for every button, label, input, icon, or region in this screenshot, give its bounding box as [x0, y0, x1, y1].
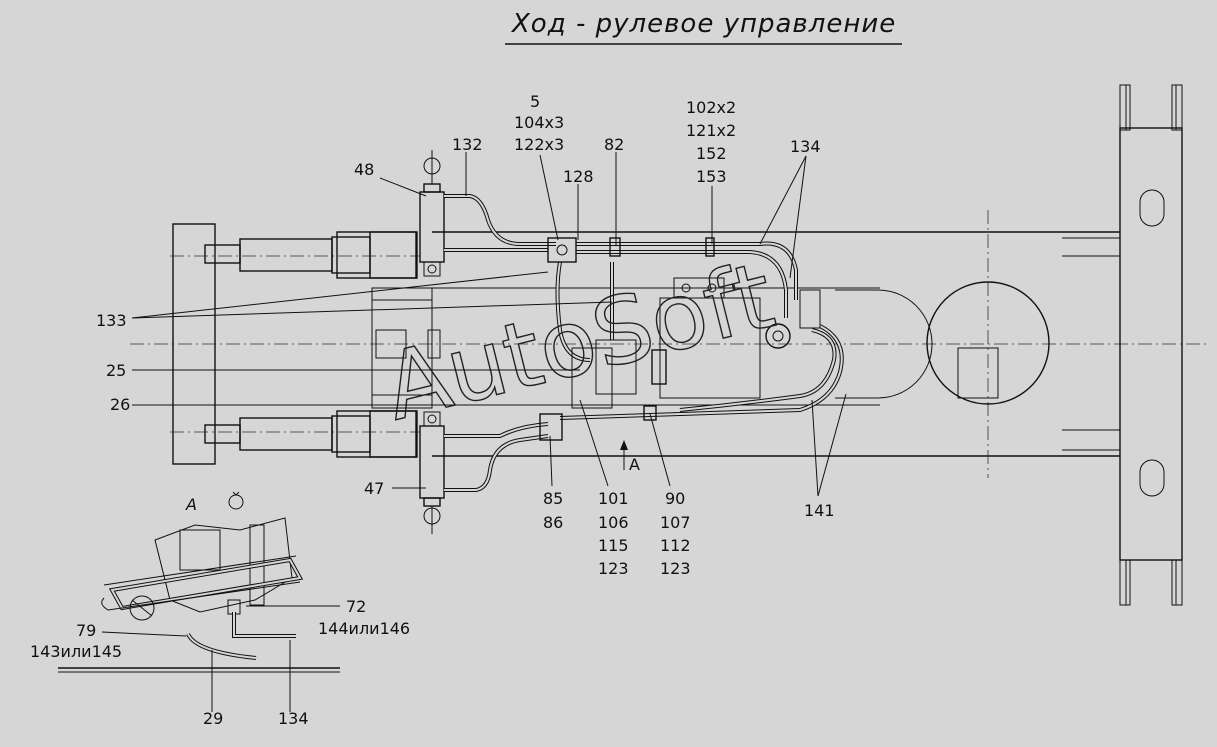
callout-labels: 48 132 5 104x3 122x3 82 128 102x2 121x2 … [96, 92, 835, 578]
callout-144or146: 144или146 [318, 619, 410, 638]
section-view-a-label: A [185, 495, 197, 514]
view-a-label: A [629, 455, 640, 474]
upper-cylinder-48 [419, 150, 445, 277]
valve-block [539, 237, 821, 441]
callout-106: 106 [598, 513, 629, 532]
callout-101: 101 [598, 489, 629, 508]
callout-141: 141 [804, 501, 835, 520]
callout-132: 132 [452, 135, 483, 154]
callout-143or145: 143или145 [30, 642, 122, 661]
callout-152: 152 [696, 144, 727, 163]
callout-115: 115 [598, 536, 629, 555]
lower-cylinder-47 [419, 411, 445, 534]
section-view-a: A 72 144или146 79 143или145 29 134 [30, 491, 410, 728]
callout-153: 153 [696, 167, 727, 186]
callout-29: 29 [203, 709, 223, 728]
callout-128: 128 [563, 167, 594, 186]
callout-86: 86 [543, 513, 563, 532]
callout-123-a: 123 [598, 559, 629, 578]
callout-112: 112 [660, 536, 691, 555]
callout-134-bottom: 134 [278, 709, 309, 728]
callout-107: 107 [660, 513, 691, 532]
drawing-title: Ход - рулевое управление [510, 9, 896, 39]
callout-48: 48 [354, 160, 374, 179]
callout-122x3: 122x3 [514, 135, 564, 154]
callout-134-top: 134 [790, 137, 821, 156]
callout-5: 5 [530, 92, 540, 111]
callout-25: 25 [106, 361, 126, 380]
callout-121x2: 121x2 [686, 121, 736, 140]
left-axle-block [170, 223, 441, 465]
callout-72: 72 [346, 597, 366, 616]
callout-104x3: 104x3 [514, 113, 564, 132]
callout-26: 26 [110, 395, 130, 414]
callout-90: 90 [665, 489, 685, 508]
leader-lines [131, 152, 847, 497]
callout-85: 85 [543, 489, 563, 508]
callout-79: 79 [76, 621, 96, 640]
callout-82: 82 [604, 135, 624, 154]
callout-47: 47 [364, 479, 384, 498]
view-a-arrow-head [620, 440, 628, 450]
callout-102x2: 102x2 [686, 98, 736, 117]
callout-133: 133 [96, 311, 127, 330]
callout-123-b: 123 [660, 559, 691, 578]
